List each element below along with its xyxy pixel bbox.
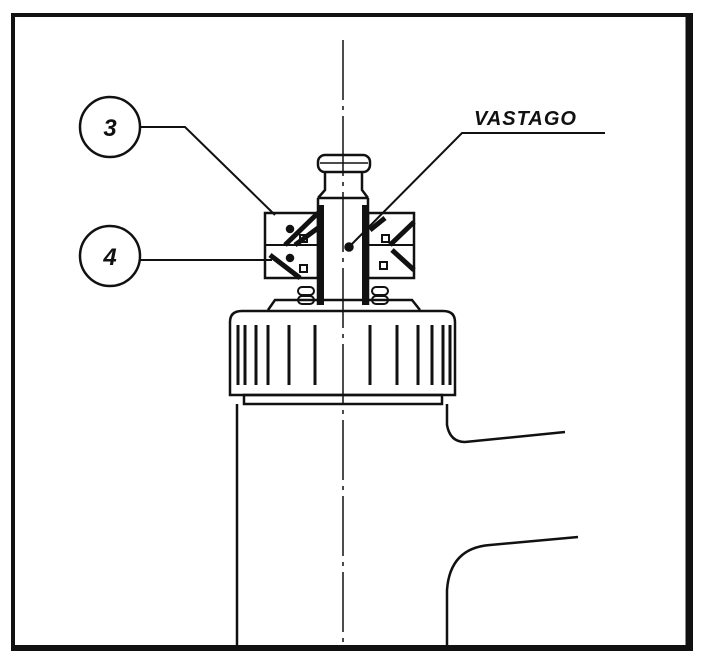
callout-4-number: 4 [102, 244, 116, 271]
seal-left [263, 205, 324, 305]
leader-3 [140, 126, 276, 216]
callout-4-circle [78, 224, 142, 288]
drawing-frame [11, 13, 693, 651]
leader-vastago [349, 132, 605, 247]
vastago-label: VASTAGO [474, 108, 577, 130]
bottle-body [235, 404, 579, 648]
cap [228, 298, 457, 406]
callout-3-number: 3 [103, 115, 117, 142]
seal-right [362, 205, 416, 305]
